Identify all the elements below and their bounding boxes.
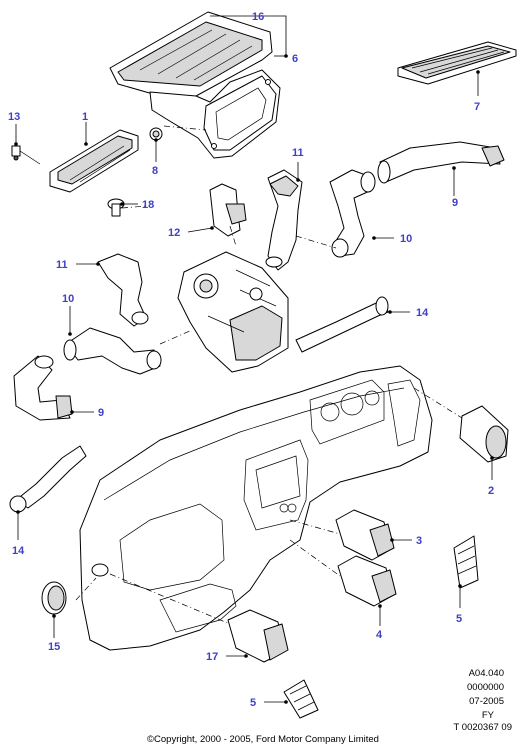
duct-left <box>97 253 149 327</box>
callout-17: 17 <box>206 651 218 663</box>
callout-11b: 11 <box>56 259 68 271</box>
temperature-sensor <box>11 145 41 165</box>
callout-16: 16 <box>252 11 264 23</box>
relation-lines <box>75 125 463 625</box>
leader-lines <box>15 15 493 703</box>
callout-1: 1 <box>82 111 88 123</box>
callout-labels: 16 6 7 1 13 8 18 12 11 10 9 11 10 9 14 2… <box>8 11 494 709</box>
callout-14a: 14 <box>416 307 429 319</box>
leader-dots <box>14 54 494 704</box>
heater-unit <box>177 251 289 373</box>
air-vent-center-upper <box>335 509 395 561</box>
callout-14b: 14 <box>12 545 25 557</box>
callout-2: 2 <box>488 485 494 497</box>
air-vent-round <box>459 405 509 463</box>
callout-7: 7 <box>474 101 480 113</box>
reference-number: 0000000 <box>467 682 504 693</box>
hose-right <box>295 296 389 353</box>
reference-code: A04.040 <box>468 668 504 679</box>
air-vent-lower <box>227 609 289 663</box>
round-vent <box>41 581 67 615</box>
dashboard <box>79 365 433 651</box>
callout-10a: 10 <box>400 233 412 245</box>
callout-13: 13 <box>8 111 20 123</box>
callout-3: 3 <box>416 535 422 547</box>
callout-8: 8 <box>152 165 158 177</box>
vent-grille-bottom <box>283 679 319 719</box>
air-vent-center-lower <box>337 555 397 607</box>
duct-upper <box>265 169 303 271</box>
callout-4: 4 <box>376 629 383 641</box>
callout-9a: 9 <box>452 197 458 209</box>
duct-left-elbow <box>13 355 73 421</box>
callout-18: 18 <box>142 199 154 211</box>
callout-15: 15 <box>48 641 60 653</box>
callout-12: 12 <box>168 227 180 239</box>
callout-5b: 5 <box>250 697 256 709</box>
clip <box>149 127 163 141</box>
reference-date: 07-2005 <box>469 696 504 707</box>
duct-left-lower <box>63 327 162 375</box>
callout-10b: 10 <box>62 293 74 305</box>
callout-11a: 11 <box>292 147 304 159</box>
callout-5a: 5 <box>456 613 462 625</box>
vent-grille-side <box>453 535 479 589</box>
callout-6: 6 <box>292 53 298 65</box>
duct-upper-right <box>329 169 376 258</box>
pollen-filter <box>397 41 517 85</box>
screw <box>107 198 125 217</box>
actuator-bracket <box>209 183 247 237</box>
vent-grille <box>49 129 139 193</box>
market-code: FY <box>481 710 494 721</box>
copyright-notice: ©Copyright, 2000 - 2005, Ford Motor Comp… <box>147 734 379 745</box>
air-inlet-housing <box>109 11 281 159</box>
callout-9b: 9 <box>98 407 104 419</box>
duct-top-right <box>377 141 505 184</box>
image-id: T 0020367 09 <box>453 722 512 733</box>
hose-left <box>9 445 87 513</box>
